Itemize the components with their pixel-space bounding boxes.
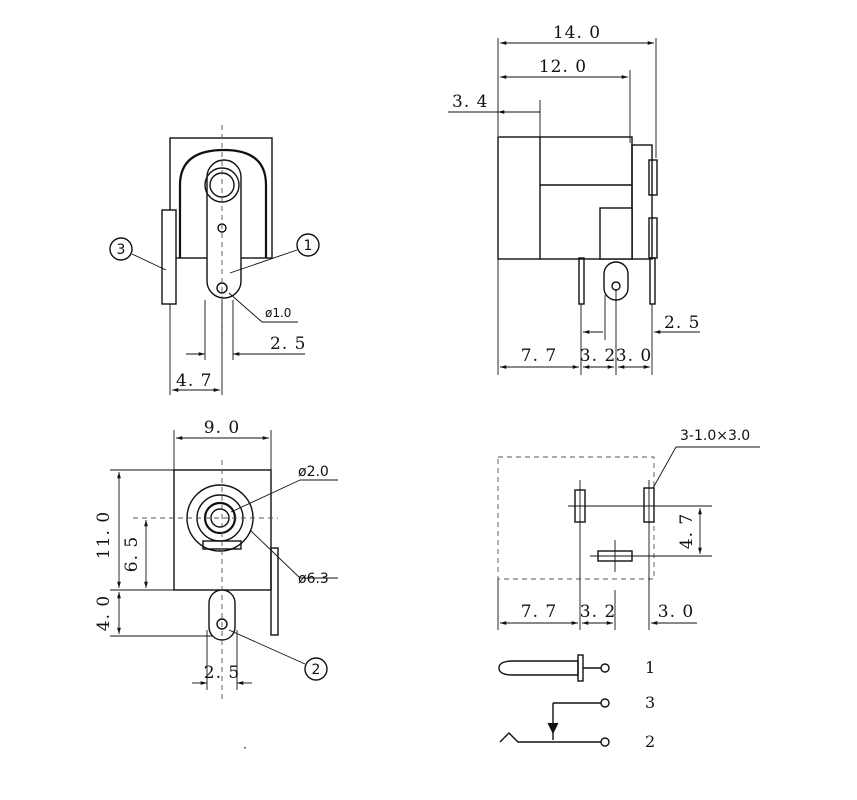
top-view: · 9. 0 11. 0 6. 5 4. 0 2. 5 [94,418,338,755]
front-dim-2-5: 2. 5 [270,334,306,354]
front-pin-3-label: 3 [117,242,126,258]
schematic-pin-3: 3 [645,693,655,712]
footprint-slot-spec: 3-1.0×3.0 [680,428,750,444]
top-dim-2-5: 2. 5 [204,663,240,683]
front-hole-diameter: ø1.0 [265,306,291,320]
side-dim-12-0: 12. 0 [539,57,587,77]
top-pin-2-label: 2 [312,662,321,678]
top-dim-9-0: 9. 0 [204,418,240,438]
side-view: 14. 0 12. 0 3. 4 2. 5 7. 7 3. 2 3. 0 [448,23,700,375]
side-dim-3-2: 3. 2 [580,346,616,366]
front-dimension-lines [169,292,305,395]
front-callouts [109,233,320,274]
top-body: · [133,460,279,755]
side-dim-7-7: 7. 7 [521,346,557,366]
side-dim-3-0: 3. 0 [616,346,652,366]
pcb-footprint: 3-1.0×3.0 4. 7 7. 7 3. 2 3. 0 [497,428,760,630]
side-body [497,136,658,305]
footprint-dim-4-7: 4. 7 [677,513,697,549]
footprint-outline [497,456,712,630]
schematic-pin-2: 2 [645,732,655,751]
side-dim-3-4: 3. 4 [452,92,488,112]
front-dim-4-7: 4. 7 [176,371,212,391]
footprint-dimension-lines [497,446,760,630]
top-dimension-lines [110,430,338,690]
schematic-lines [498,654,610,747]
top-dim-11-0: 11. 0 [94,511,114,559]
side-dim-2-5: 2. 5 [664,313,700,333]
footprint-dim-3-0: 3. 0 [658,602,694,622]
schematic-symbol: 1 3 2 [498,654,655,751]
top-dim-6-5: 6. 5 [122,536,142,572]
footprint-dim-3-2: 3. 2 [580,602,616,622]
top-inner-diameter: ø2.0 [298,464,329,480]
schematic-pin-1: 1 [645,658,655,677]
footprint-dim-7-7: 7. 7 [521,602,557,622]
top-outer-diameter: ø6.3 [298,571,329,587]
side-dim-14-0: 14. 0 [553,23,601,43]
dot-mark: · [243,741,247,755]
front-view: 3 1 ø1.0 2. 5 4. 7 [109,125,320,395]
top-dim-4-0: 4. 0 [94,595,114,631]
front-body [161,125,273,340]
front-pin-1-label: 1 [304,238,313,254]
side-dimension-lines [448,38,700,375]
